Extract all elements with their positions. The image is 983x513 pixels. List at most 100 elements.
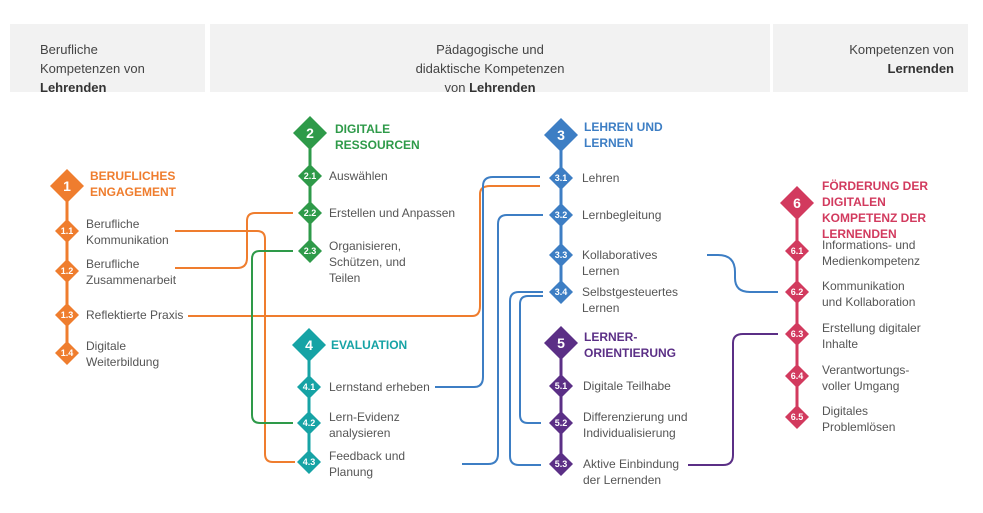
competence-5.1-label: Digitale Teilhabe	[583, 378, 671, 394]
area-title-line: LERNENDEN	[822, 227, 897, 241]
header-left: Berufliche Kompetenzen von Lehrenden	[10, 24, 205, 95]
header-text: Kompetenzen von	[40, 61, 145, 76]
area-6-title: FÖRDERUNG DER DIGITALEN KOMPETENZ DER LERNE…	[822, 178, 928, 242]
competence-2.2-label: Erstellen und Anpassen	[329, 205, 455, 221]
label-line: Berufliche	[86, 217, 140, 231]
label-line: Kommunikation	[822, 279, 905, 293]
competence-6.5-diamond-icon-number: 6.5	[791, 412, 804, 422]
label-line: Feedback und	[329, 449, 406, 463]
competence-6.3-diamond-icon-number: 6.3	[791, 329, 804, 339]
connector-1-3-to-3-1	[188, 185, 540, 317]
competence-4.1-diamond-icon	[297, 375, 321, 399]
competence-1.3-diamond-icon-number: 1.3	[61, 310, 74, 320]
competence-5.3-diamond-icon-number: 5.3	[555, 459, 568, 469]
connector-3-4-to-5-2	[519, 295, 543, 424]
label-line: Problemlösen	[822, 420, 896, 434]
header-text: didaktische Kompetenzen	[415, 61, 565, 76]
competence-5.2-diamond-icon-number: 5.2	[555, 418, 568, 428]
label-line: Digitale	[86, 339, 127, 353]
label-line: Digitale Teilhabe	[583, 379, 671, 393]
competence-6.1-diamond-icon	[785, 239, 809, 263]
competence-5.1-diamond-icon	[549, 374, 573, 398]
competence-1.2-diamond-icon-number: 1.2	[61, 266, 74, 276]
area-title-line: LERNEN	[584, 136, 634, 150]
header-text: von	[444, 80, 466, 95]
area-title-line: DIGITALE	[335, 122, 391, 136]
label-line: Teilen	[329, 271, 361, 285]
area-title-line: EVALUATION	[331, 338, 408, 352]
competence-2.1-diamond-icon	[298, 164, 322, 188]
area-title-line: LERNER-	[584, 330, 638, 344]
label-line: Lernbegleitung	[582, 208, 662, 222]
competence-4.2-diamond-icon	[297, 411, 321, 435]
area-4-diamond-icon-number: 4	[305, 337, 313, 353]
label-line: Erstellung digitaler	[822, 321, 921, 335]
competence-4.3-diamond-icon	[297, 450, 321, 474]
competence-1.4-diamond-icon	[55, 341, 79, 365]
header-text: Pädagogische und	[436, 42, 544, 57]
label-line: Weiterbildung	[86, 355, 160, 369]
competence-4.2-diamond-icon-number: 4.2	[303, 418, 316, 428]
competence-6.4-diamond-icon-number: 6.4	[791, 371, 804, 381]
competence-6.4-diamond-icon	[785, 364, 809, 388]
area-5-title: LERNER-ORIENTIERUNG	[584, 329, 676, 361]
area-4-diamond-icon	[292, 328, 326, 362]
label-line: Schützen, und	[329, 255, 406, 269]
competence-1.1-diamond-icon-number: 1.1	[61, 226, 74, 236]
label-line: Verantwortungs-	[822, 363, 910, 377]
competence-3.1-diamond-icon	[549, 166, 573, 190]
competence-3.2-label: Lernbegleitung	[582, 207, 661, 223]
area-1-diamond-icon-number: 1	[63, 178, 71, 194]
area-title-line: KOMPETENZ DER	[822, 211, 927, 225]
label-line: Kommunikation	[86, 233, 169, 247]
label-line: Inhalte	[822, 337, 859, 351]
connector-4-3-to-3-2	[462, 214, 543, 465]
area-title-line: DIGITALEN	[822, 195, 886, 209]
competence-2.3-diamond-icon-number: 2.3	[304, 246, 317, 256]
connector-2-3-to-4-2	[251, 250, 293, 424]
label-line: Reflektierte Praxis	[86, 308, 184, 322]
competence-6.2-diamond-icon-number: 6.2	[791, 287, 804, 297]
competence-6.5-diamond-icon	[785, 405, 809, 429]
competence-2.1-diamond-icon-number: 2.1	[304, 171, 317, 181]
label-line: der Lernenden	[583, 473, 662, 487]
competence-4.1-diamond-icon-number: 4.1	[303, 382, 316, 392]
competence-6.2-label: Kommunikation und Kollaboration	[822, 278, 915, 310]
competence-3.2-diamond-icon	[549, 203, 573, 227]
label-line: Lern-Evidenz	[329, 410, 400, 424]
competence-6.1-diamond-icon-number: 6.1	[791, 246, 804, 256]
area-3-diamond-icon-number: 3	[557, 127, 565, 143]
header-text: Berufliche	[40, 42, 98, 57]
competence-1.2-diamond-icon	[55, 259, 79, 283]
competence-6.3-diamond-icon	[785, 322, 809, 346]
area-title-line: LEHREN UND	[584, 120, 663, 134]
competence-4.1-label: Lernstand erheben	[329, 379, 430, 395]
label-line: Lernstand erheben	[329, 380, 430, 394]
competence-2.3-diamond-icon	[298, 239, 322, 263]
label-line: Lernen	[582, 301, 620, 315]
label-line: und Kollaboration	[822, 295, 916, 309]
label-line: Lernen	[582, 264, 620, 278]
competence-2.1-label: Auswählen	[329, 168, 388, 184]
competence-2.2-diamond-icon	[298, 201, 322, 225]
competence-3.1-diamond-icon-number: 3.1	[555, 173, 568, 183]
header-right: Kompetenzen von Lernenden	[773, 24, 968, 92]
area-3-diamond-icon	[544, 118, 578, 152]
area-title-line: FÖRDERUNG DER	[822, 179, 929, 193]
label-line: Erstellen und Anpassen	[329, 206, 456, 220]
label-line: Medienkompetenz	[822, 254, 921, 268]
label-line: Aktive Einbindung	[583, 457, 680, 471]
